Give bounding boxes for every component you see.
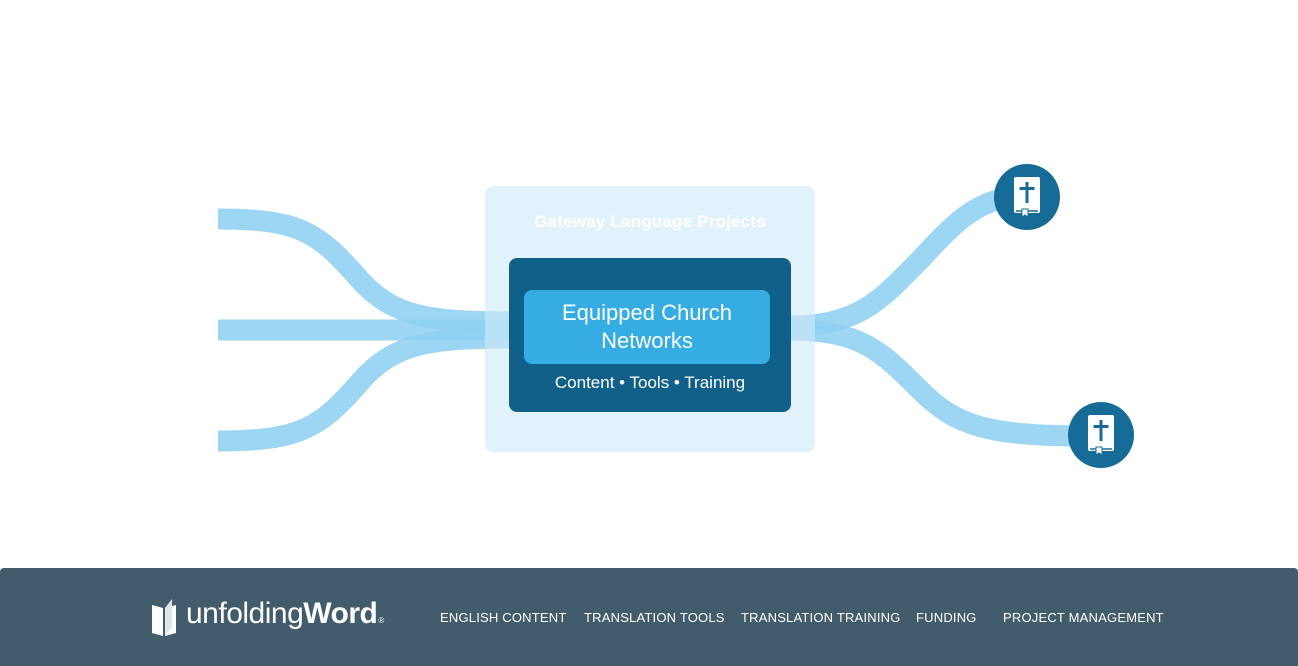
bible-icon — [1068, 402, 1134, 468]
gateway-title: Gateway Language Projects — [534, 212, 766, 231]
network-subtitle: Content • Tools • Training — [554, 373, 746, 392]
input-stream-bottom — [217, 327, 521, 452]
church-title: Equipped Church Networks — [561, 300, 732, 353]
unfoldingword-logo[interactable]: unfoldingWord® — [150, 596, 384, 638]
output-stream-top — [787, 186, 1014, 337]
nav-funding[interactable]: FUNDING — [916, 610, 977, 625]
bible-icon — [994, 164, 1060, 230]
equipped-church-box: Equipped Church Networks — [524, 290, 770, 364]
nav-translation-training[interactable]: TRANSLATION TRAINING — [741, 610, 901, 625]
open-book-logo-icon — [152, 599, 176, 636]
input-stream-top — [217, 208, 521, 333]
nav-english-content[interactable]: ENGLISH CONTENT — [440, 610, 567, 625]
flow-streams — [217, 186, 1089, 452]
footer-nav: ENGLISH CONTENT TRANSLATION TOOLS TRANSL… — [0, 610, 1298, 626]
nav-project-management[interactable]: PROJECT MANAGEMENT — [1003, 610, 1164, 625]
output-stream-bottom — [787, 319, 1089, 447]
nav-translation-tools[interactable]: TRANSLATION TOOLS — [584, 610, 725, 625]
logo-wordmark: unfoldingWord® — [186, 596, 384, 630]
site-footer: unfoldingWord® ENGLISH CONTENT TRANSLATI… — [0, 568, 1298, 666]
ecosystem-diagram: Gateway Language Projects Equipped Churc… — [217, 164, 1134, 468]
